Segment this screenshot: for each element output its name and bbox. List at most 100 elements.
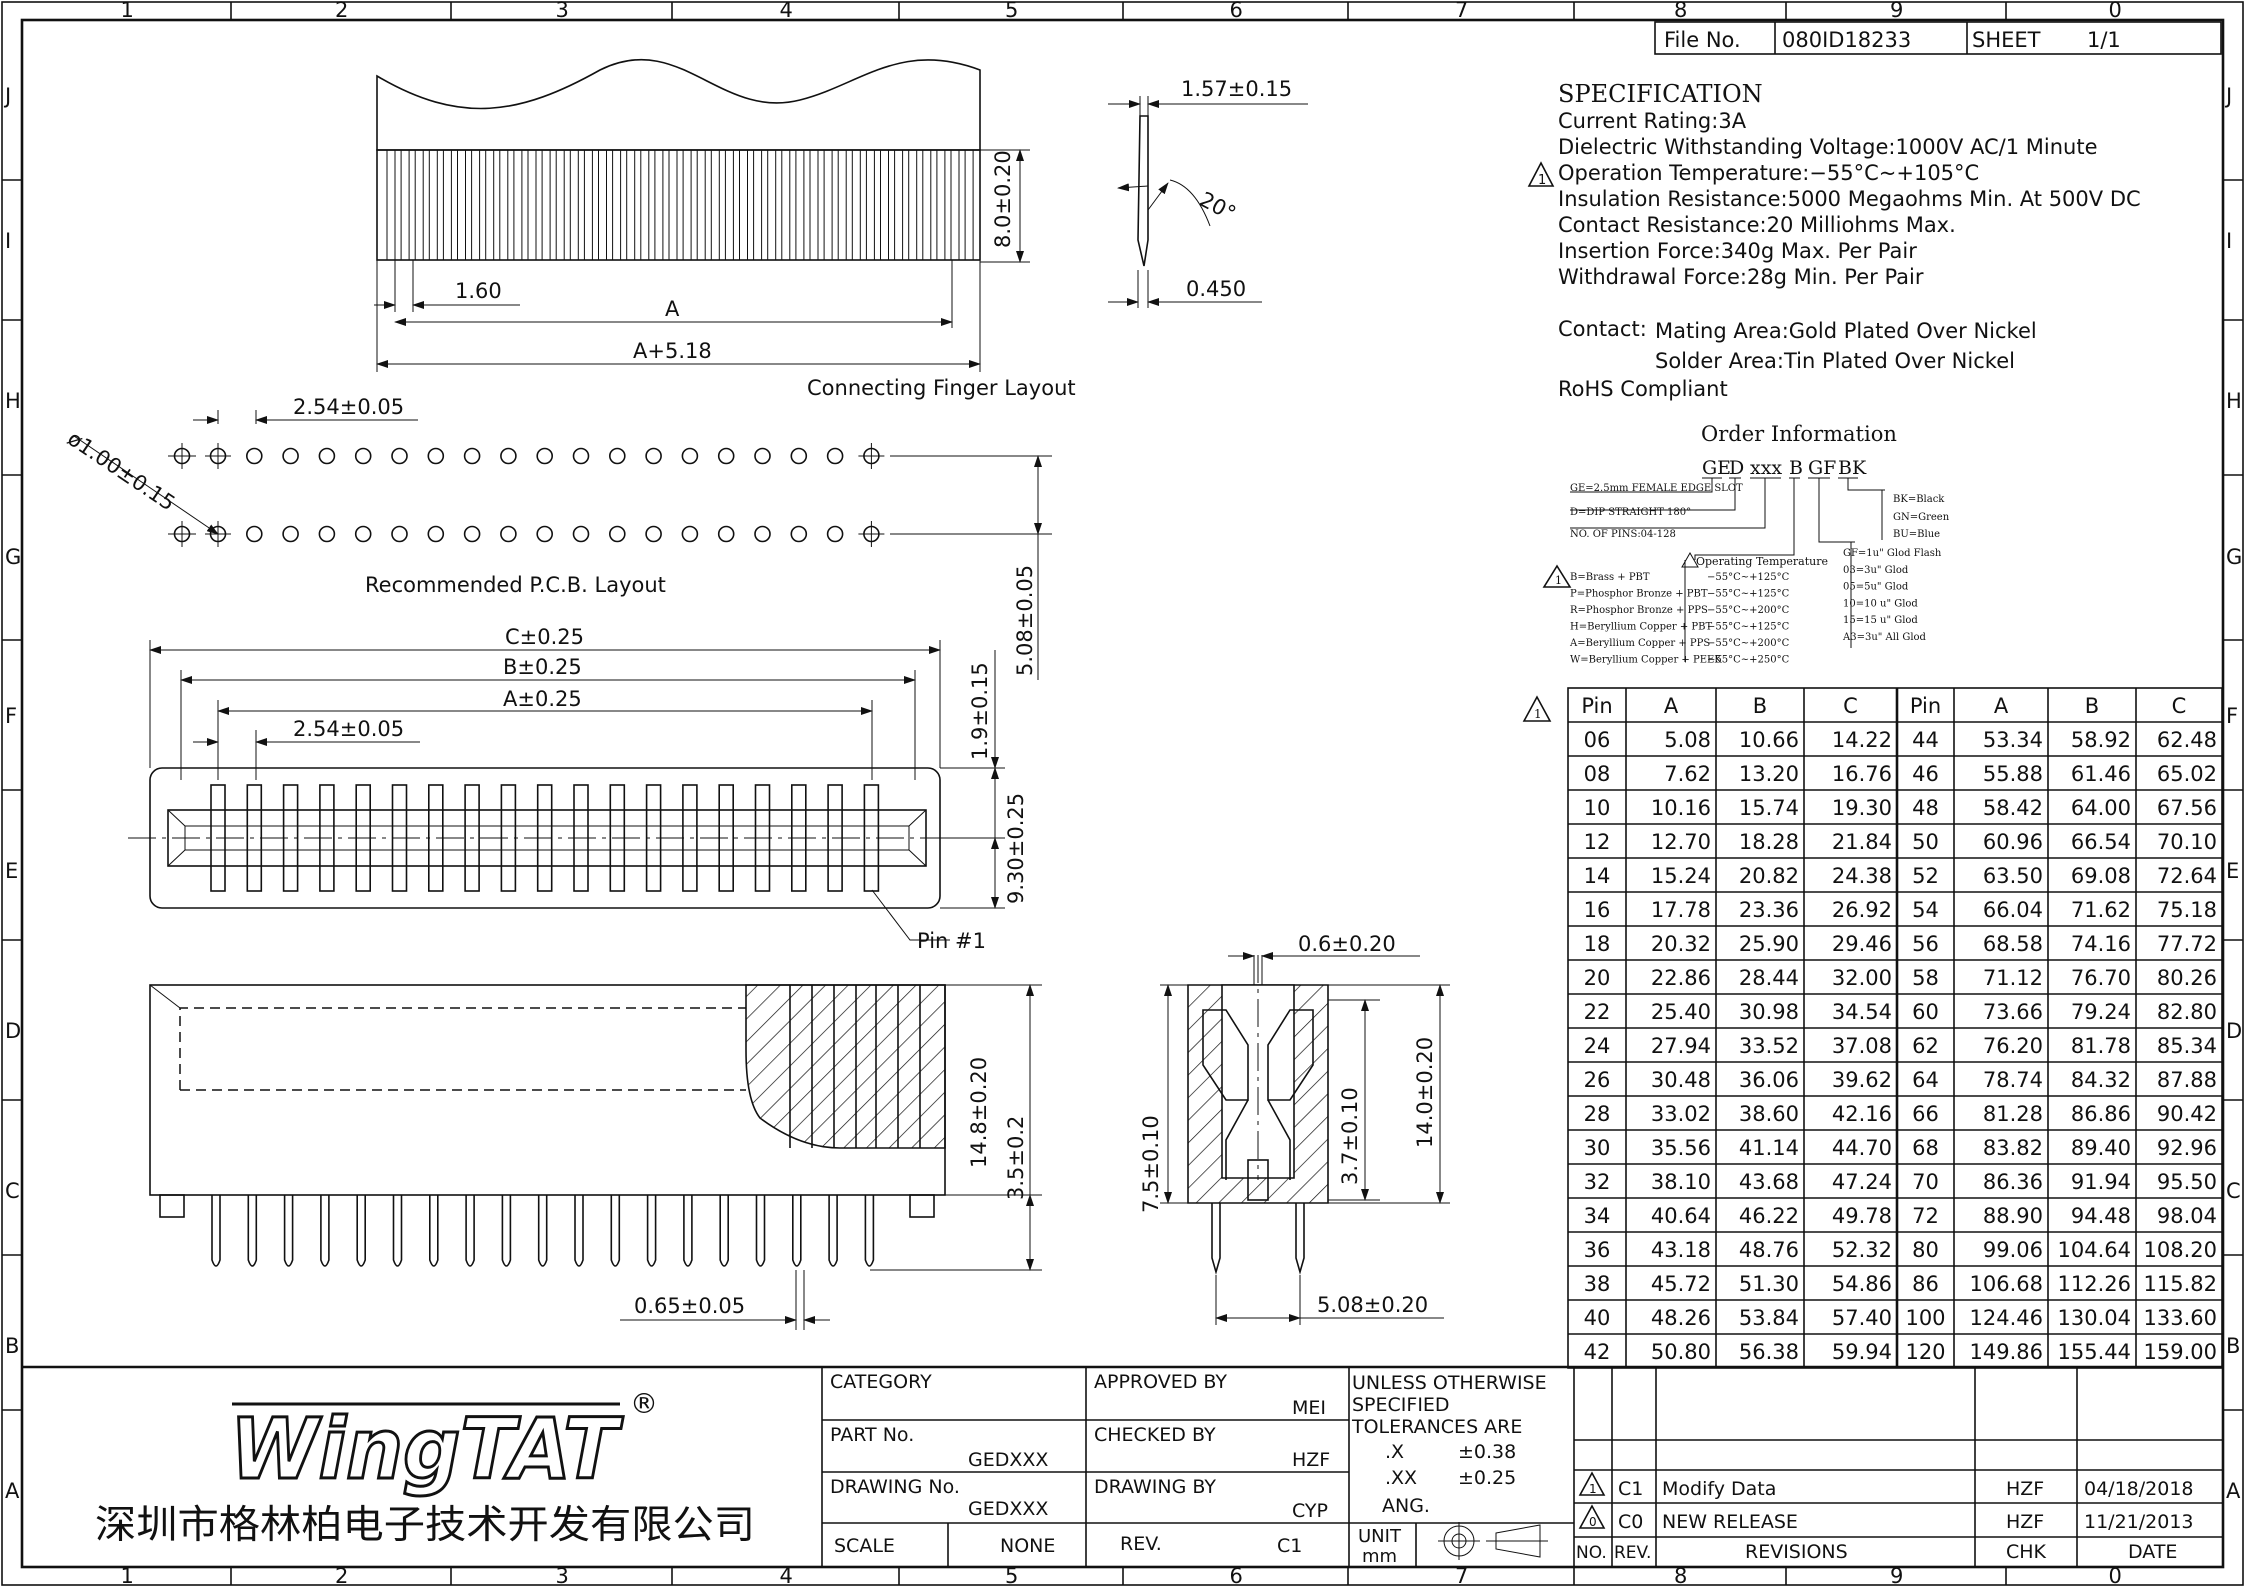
frame-row-label: B (5, 1334, 19, 1358)
order-temp: −55°C~+125°C (1707, 589, 1790, 600)
solder-pin (864, 1195, 875, 1267)
part-no-value: GEDXXX (968, 1449, 1048, 1471)
revision-chk: HZF (2006, 1511, 2044, 1533)
table-cell: 53.84 (1739, 1306, 1799, 1330)
table-cell: 95.50 (2157, 1170, 2217, 1194)
table-cell: 06 (1584, 728, 1611, 752)
tol-x-label: .X (1385, 1441, 1404, 1463)
contact-solder: Solder Area:Tin Plated Over Nickel (1655, 349, 2015, 373)
solder-pin (283, 1195, 294, 1267)
pcb-hole (500, 447, 517, 465)
table-cell: 10 (1584, 796, 1611, 820)
table-cell: 81.78 (2071, 1034, 2131, 1058)
svg-text:1: 1 (1555, 574, 1562, 587)
dim-7-5: 7.5±0.10 (1139, 1115, 1163, 1213)
order-temp: −55°C~+200°C (1707, 605, 1790, 616)
dim-1-60: 1.60 (455, 279, 502, 303)
revision-rev: C0 (1618, 1511, 1643, 1533)
frame-column-label: 0 (2109, 1564, 2122, 1587)
contact-blade-detail: 1.57±0.15 20° 0.450 (1108, 77, 1308, 308)
pcb-hole (354, 447, 372, 465)
table-cell: 59.94 (1832, 1340, 1892, 1364)
contact-mating: Mating Area:Gold Plated Over Nickel (1655, 319, 2037, 343)
revision-triangle-icon (1578, 1471, 1606, 1496)
table-cell: 77.72 (2157, 932, 2217, 956)
drawing-no-label: DRAWING No. (830, 1476, 960, 1498)
table-cell: 67.56 (2157, 796, 2217, 820)
pcb-hole (500, 525, 517, 543)
table-cell: 71.62 (2071, 898, 2131, 922)
table-cell: 130.04 (2058, 1306, 2131, 1330)
order-code-material: B (1789, 457, 1803, 479)
table-cell: 40 (1584, 1306, 1611, 1330)
file-no-value: 080ID18233 (1782, 28, 1911, 52)
logo-wordmark: WingTAT (230, 1400, 623, 1498)
table-cell: 104.64 (2058, 1238, 2131, 1262)
table-cell: 43.18 (1651, 1238, 1711, 1262)
table-cell: 91.94 (2071, 1170, 2131, 1194)
revisions-header-date: DATE (2128, 1541, 2177, 1563)
order-plating: 10=10 u" Glod (1843, 598, 1918, 609)
table-cell: 54 (1912, 898, 1939, 922)
revision-date: 11/21/2013 (2084, 1511, 2194, 1533)
table-cell: 32 (1584, 1170, 1611, 1194)
company-logo: WingTAT ® (229, 1387, 659, 1500)
pcb-hole (391, 525, 408, 543)
solder-pin (356, 1195, 366, 1267)
pcb-hole (572, 447, 590, 465)
table-cell: 18 (1584, 932, 1611, 956)
frame-column-label: 2 (335, 0, 348, 22)
order-material: R=Phosphor Bronze + PPS (1570, 605, 1708, 616)
pcb-hole (354, 525, 372, 543)
revisions-table: 1 0 C1 Modify Data HZF 04/18/2018 C0 NEW… (1574, 1367, 2223, 1567)
connector-front-view: 14.8±0.20 3.5±0.2 0.65±0.05 (149, 984, 1042, 1330)
frame-row-label: J (3, 84, 11, 108)
frame-row-label: A (5, 1479, 20, 1503)
order-temp: −55°C~+200°C (1707, 638, 1790, 649)
table-header: A (1994, 694, 2009, 718)
checked-by-value: HZF (1292, 1449, 1330, 1471)
table-cell: 38 (1584, 1272, 1611, 1296)
table-cell: 149.86 (1970, 1340, 2043, 1364)
frame-row-label: I (5, 229, 11, 253)
table-cell: 16.76 (1832, 762, 1892, 786)
table-cell: 53.34 (1983, 728, 2043, 752)
contact-label: Contact: (1558, 317, 1647, 341)
table-cell: 133.60 (2144, 1306, 2217, 1330)
drawing-by-label: DRAWING BY (1094, 1476, 1216, 1498)
order-temp: −55°C~+125°C (1707, 572, 1790, 583)
order-info-title: Order Information (1701, 422, 1897, 446)
frame-row-label: D (2226, 1019, 2242, 1043)
table-cell: 42 (1584, 1340, 1611, 1364)
table-cell: 92.96 (2157, 1136, 2217, 1160)
frame-column-label: 7 (1455, 1564, 1468, 1587)
frame-row-label: H (5, 389, 21, 413)
table-cell: 20.82 (1739, 864, 1799, 888)
dim-3-7: 3.7±0.10 (1338, 1087, 1362, 1185)
order-temp: −55°C~+250°C (1707, 655, 1790, 666)
table-cell: 7.62 (1664, 762, 1711, 786)
dim-2-54-top: 2.54±0.05 (293, 717, 404, 741)
frame-column-label: 6 (1230, 1564, 1243, 1587)
tol-x-value: ±0.38 (1458, 1441, 1516, 1463)
table-cell: 58.42 (1983, 796, 2043, 820)
table-cell: 28 (1584, 1102, 1611, 1126)
table-cell: 36 (1584, 1238, 1611, 1262)
table-cell: 13.20 (1739, 762, 1799, 786)
table-cell: 25.40 (1651, 1000, 1711, 1024)
order-d-desc: D=DIP STRAIGHT 180° (1570, 507, 1691, 518)
table-cell: 72.64 (2157, 864, 2217, 888)
registered-mark: ® (630, 1387, 658, 1420)
svg-text:1: 1 (1534, 707, 1542, 721)
order-material: P=Phosphor Bronze + PBT (1570, 589, 1708, 600)
order-plating: 03=3u" Glod (1843, 565, 1909, 576)
revision-triangle-icon (1681, 551, 1699, 568)
pin-1-label: Pin #1 (917, 929, 986, 953)
pcb-hole (717, 447, 735, 465)
frame-row-label: E (2226, 859, 2239, 883)
pcb-hole (572, 525, 590, 543)
table-cell: 18.28 (1739, 830, 1799, 854)
tol-ang-label: ANG. (1382, 1495, 1430, 1517)
table-cell: 62 (1912, 1034, 1939, 1058)
solder-pin (683, 1195, 693, 1267)
